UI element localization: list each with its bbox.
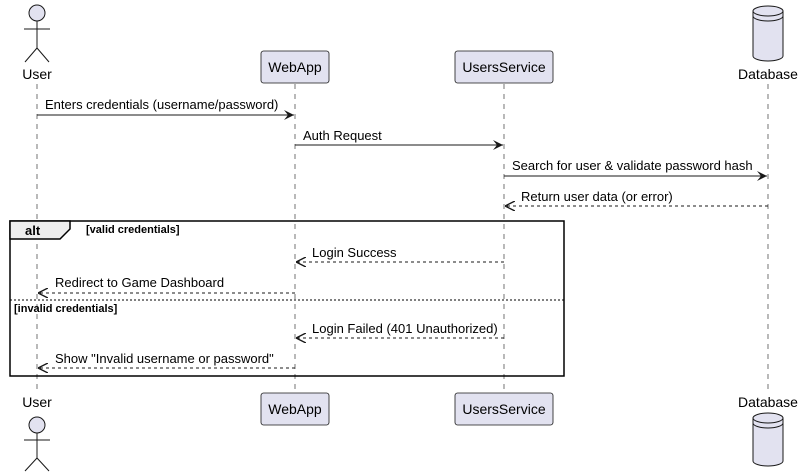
actor-icon [24, 416, 50, 472]
database-participant-bottom: Database [738, 394, 798, 467]
participant-webapp-name-bottom: WebApp [268, 401, 322, 417]
participant-database-name-bottom: Database [738, 394, 798, 410]
message-8: Show "Invalid username or password" [38, 351, 295, 368]
actor-icon [24, 4, 50, 63]
message-6: Redirect to Game Dashboard [38, 275, 295, 293]
message-label: Auth Request [303, 128, 382, 143]
participant-database-name: Database [738, 66, 798, 82]
database-participant-top: Database [738, 5, 798, 82]
message-label: Redirect to Game Dashboard [55, 275, 224, 290]
message-label: Show "Invalid username or password" [55, 351, 274, 366]
database-icon [752, 412, 784, 467]
participant-webapp-name: WebApp [268, 59, 322, 75]
webapp-participant-top: WebApp [260, 50, 330, 84]
user-actor-top: User [22, 4, 52, 82]
fragment-guard-invalid: [invalid credentials] [14, 303, 118, 315]
message-3: Search for user & validate password hash [504, 158, 767, 181]
fragment-operator-label: alt [25, 223, 41, 238]
message-label: Search for user & validate password hash [512, 158, 753, 173]
usersservice-participant-top: UsersService [454, 50, 554, 84]
alt-fragment: alt [valid credentials] [invalid credent… [9, 220, 565, 377]
message-1: Enters credentials (username/password) [37, 97, 294, 120]
message-label: Login Success [312, 245, 397, 260]
fragment-guard-valid: [valid credentials] [86, 224, 180, 236]
participant-user-name: User [22, 66, 52, 82]
message-7: Login Failed (401 Unauthorized) [296, 321, 504, 338]
participant-user-name-bottom: User [22, 394, 52, 410]
message-4: Return user data (or error) [505, 189, 768, 206]
user-actor-bottom: User [22, 394, 52, 472]
message-2: Auth Request [295, 128, 503, 150]
usersservice-participant-bottom: UsersService [454, 392, 554, 426]
participant-usersservice-name: UsersService [462, 59, 545, 75]
message-5: Login Success [296, 245, 504, 262]
participant-usersservice-name-bottom: UsersService [462, 401, 545, 417]
fragment-operator-tab [9, 220, 71, 240]
message-label: Return user data (or error) [521, 189, 673, 204]
webapp-participant-bottom: WebApp [260, 392, 330, 426]
message-label: Login Failed (401 Unauthorized) [312, 321, 498, 336]
database-icon [752, 5, 784, 62]
message-label: Enters credentials (username/password) [45, 97, 278, 112]
